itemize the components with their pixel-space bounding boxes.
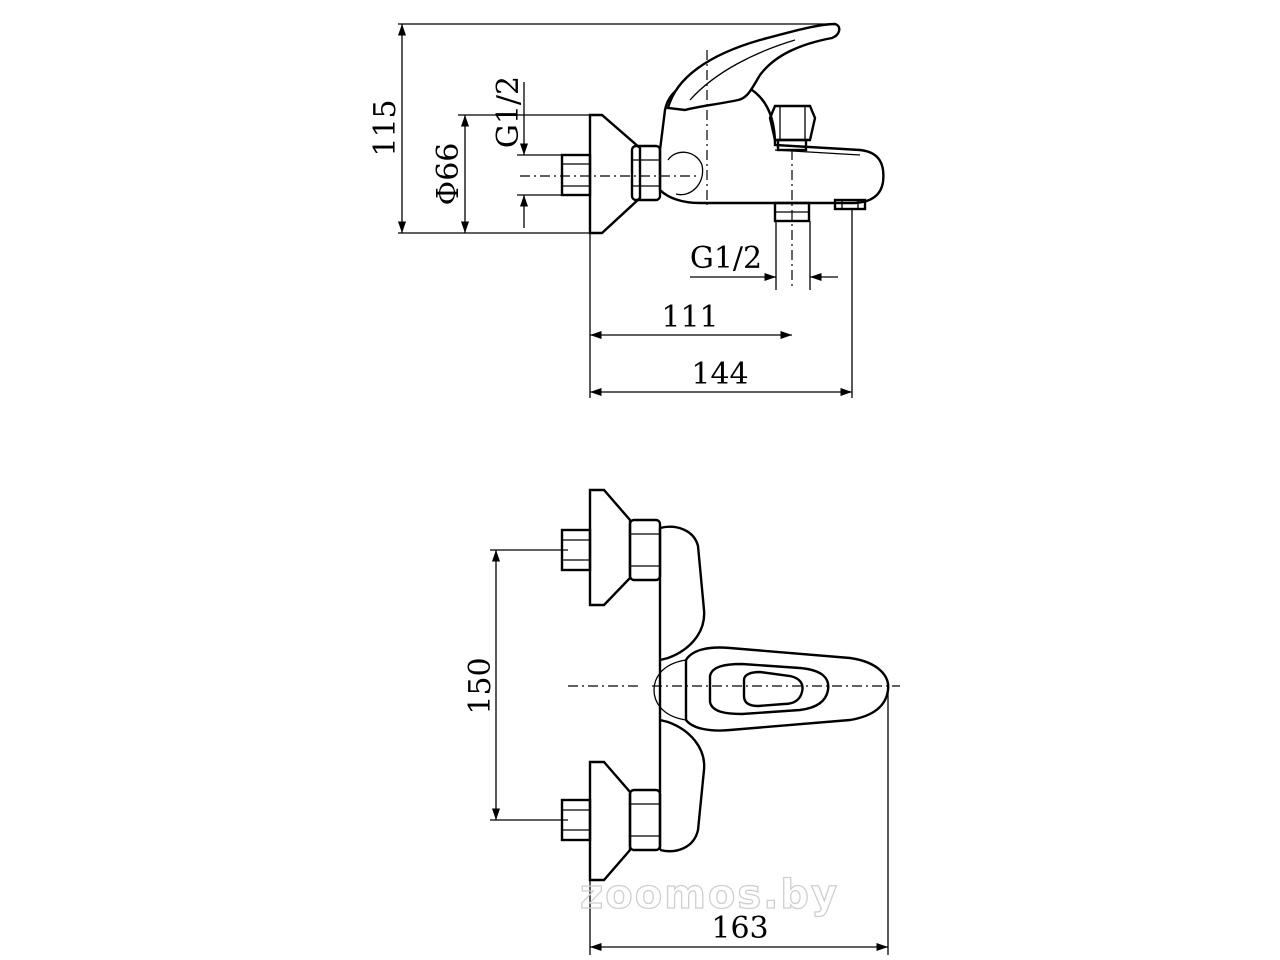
dim-inlet-thread: G1/2 bbox=[491, 76, 526, 148]
plan-mixer-body bbox=[659, 525, 706, 853]
plan-lever-grip bbox=[708, 662, 830, 716]
plan-lower-flange bbox=[588, 760, 632, 882]
plan-upper-flange bbox=[588, 488, 632, 607]
dim-spout-axis: 111 bbox=[661, 300, 718, 335]
dim-height: 115 bbox=[368, 99, 403, 156]
plan-lever-handle bbox=[684, 646, 890, 732]
side-diverter-knob bbox=[768, 104, 817, 142]
watermark: zoomos.by bbox=[580, 872, 839, 918]
dim-flange-diameter: Φ66 bbox=[431, 143, 466, 206]
side-lever-handle bbox=[666, 22, 841, 112]
side-aerator bbox=[833, 198, 867, 211]
dim-plan-depth: 163 bbox=[711, 911, 768, 946]
plan-lower-nut bbox=[628, 788, 662, 852]
side-view: 115 Φ66 G1/2 G1/2 111 144 bbox=[368, 22, 885, 398]
dim-overall-depth: 144 bbox=[691, 357, 748, 392]
side-inlet-stub bbox=[560, 153, 592, 197]
plan-view: 150 163 bbox=[463, 488, 900, 955]
dim-outlet-thread: G1/2 bbox=[690, 241, 762, 276]
side-coupling-nut bbox=[630, 144, 662, 202]
plan-upper-nut bbox=[628, 518, 662, 582]
dim-inlet-centers: 150 bbox=[463, 657, 498, 714]
